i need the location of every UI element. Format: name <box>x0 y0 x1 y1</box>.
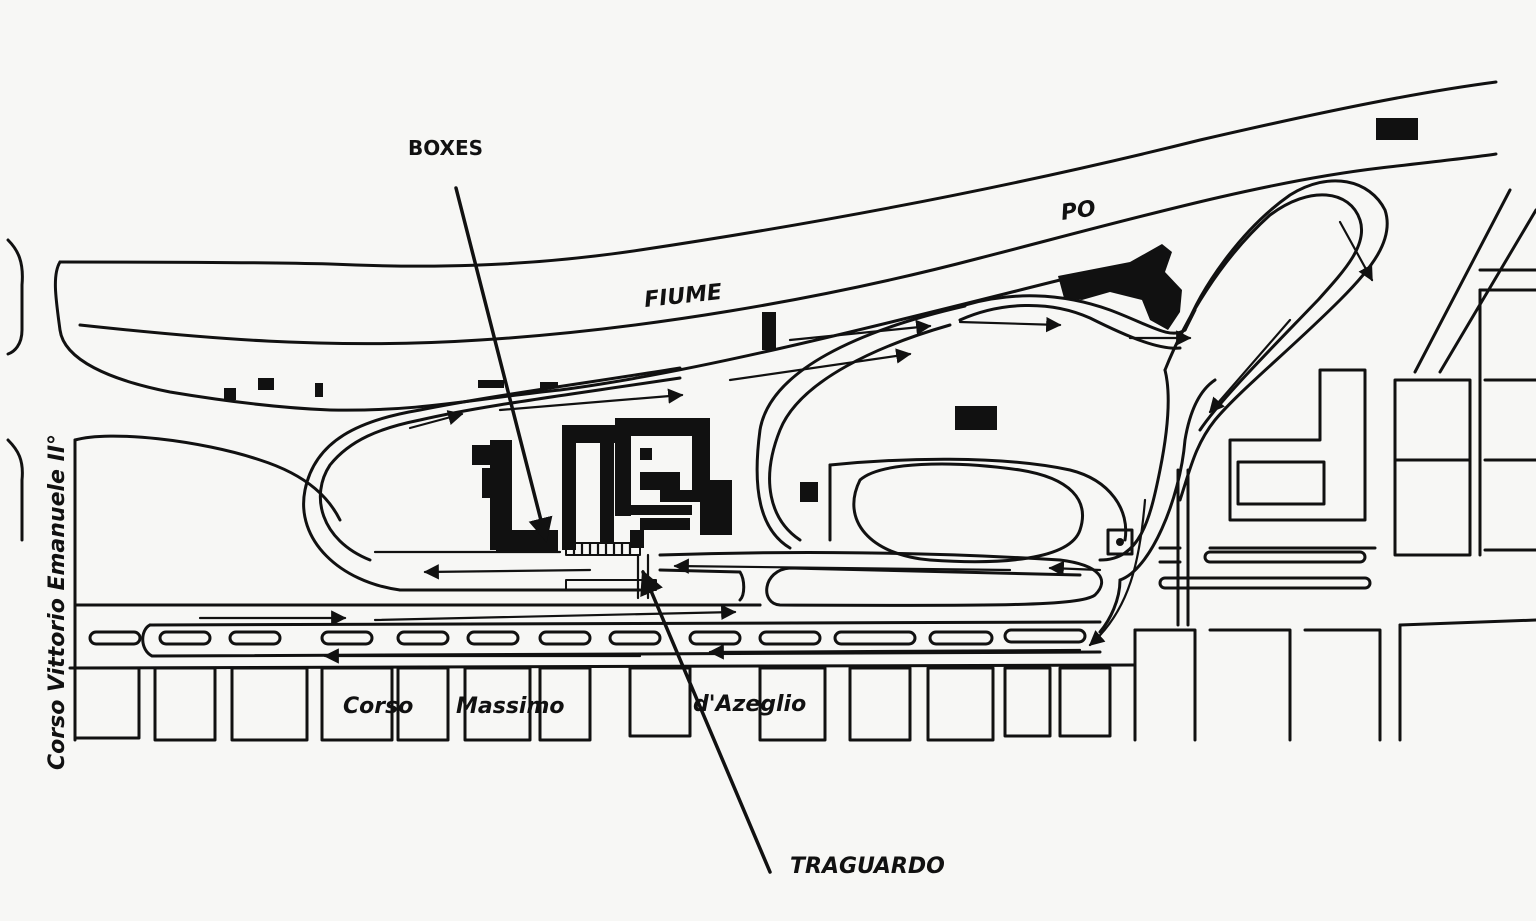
label-po: PO <box>1059 196 1097 226</box>
label-corso-massimo-2: Massimo <box>456 694 565 719</box>
label-corso-massimo-1: Corso <box>343 694 413 719</box>
pointer-lines <box>454 186 772 874</box>
buildings <box>224 118 1418 556</box>
river-po <box>58 80 1498 346</box>
label-boxes: BOXES <box>408 136 483 160</box>
city-blocks-south <box>73 618 1536 742</box>
label-fiume: FIUME <box>643 280 723 313</box>
label-corso-vittorio: Corso Vittorio Emanuele II° <box>45 434 70 770</box>
city-blocks-east <box>1158 188 1536 627</box>
track-hairpin <box>1163 179 1389 502</box>
direction-arrows <box>198 220 1374 664</box>
label-corso-massimo-3: d'Azeglio <box>693 692 806 717</box>
label-traguardo: TRAGUARDO <box>790 854 945 879</box>
track-main-loop <box>755 294 1217 582</box>
corso-massimo-road <box>68 603 1137 742</box>
median-islands <box>88 628 1087 646</box>
infield-island <box>828 457 1128 564</box>
track-lower-straight <box>658 551 1122 634</box>
